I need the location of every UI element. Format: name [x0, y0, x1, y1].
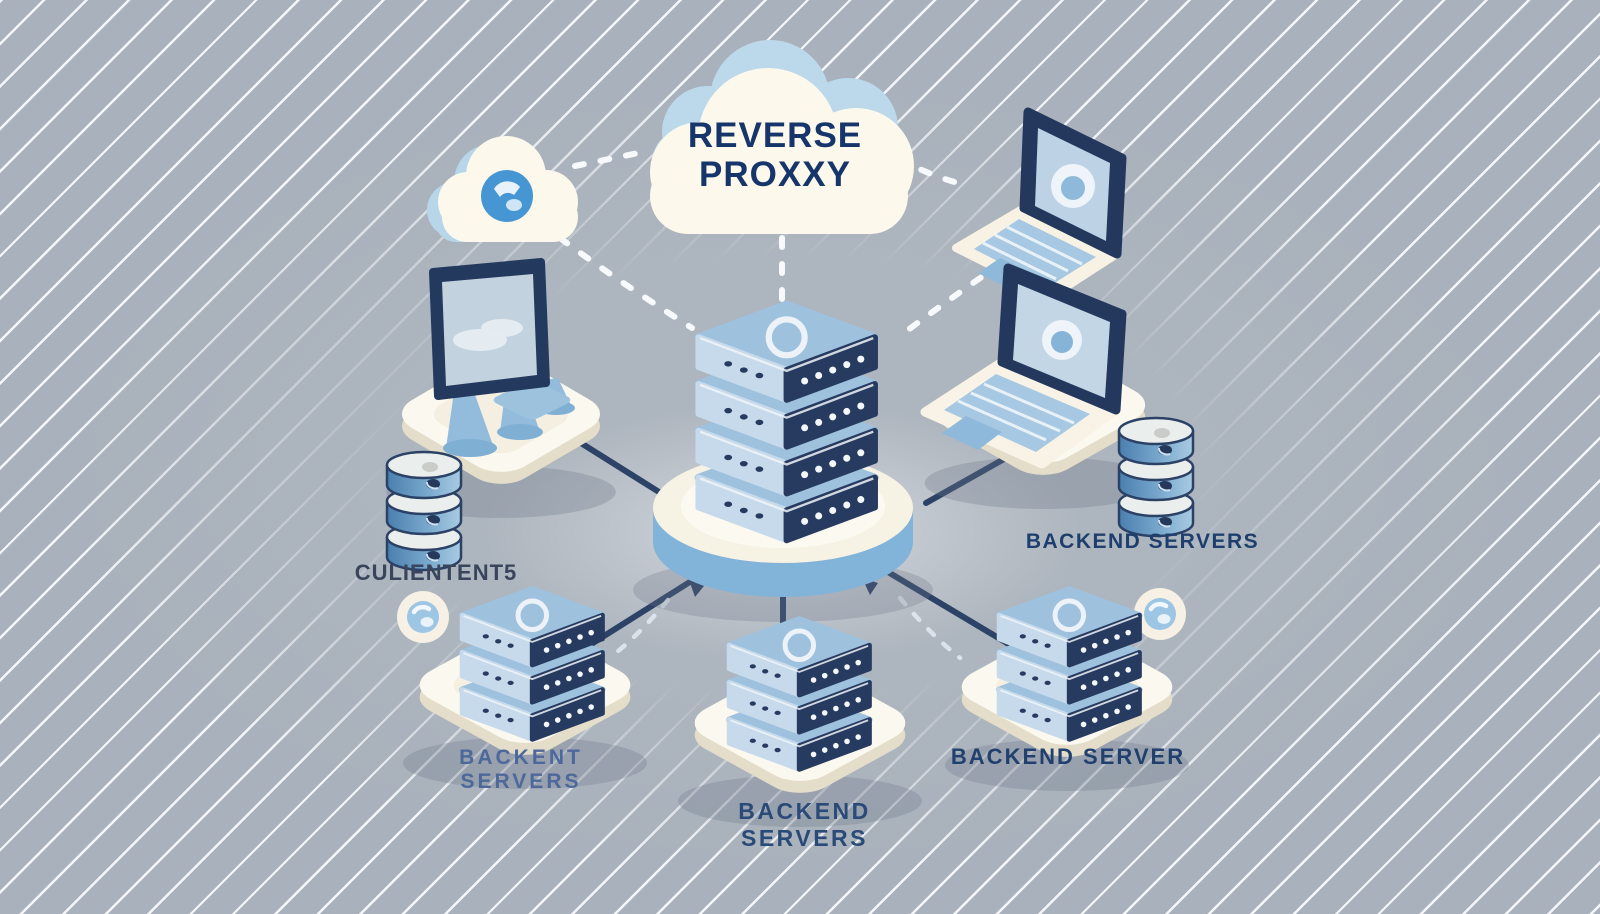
power-ring-icon [782, 628, 817, 663]
proxy-server-stack [699, 305, 875, 541]
dashed-arcs [609, 595, 963, 661]
dashed-link-laptop-stack [905, 260, 1005, 333]
power-ring-icon [765, 316, 808, 359]
dashed-link-internet-proxycloud [572, 148, 651, 169]
swirl-badge-left [397, 591, 449, 643]
client-laptop-on-platform [920, 263, 1127, 469]
backend-server-stack-center [729, 619, 869, 769]
dashed-arc-right [897, 595, 963, 661]
reverse-proxy-cloud [650, 40, 914, 234]
backend-servers-bottom-center-label: BACKEND SERVERS [738, 798, 871, 851]
trackpad [942, 416, 1002, 450]
dashed-link-internet-stack [557, 235, 695, 331]
clients-label: CULIENTENT5 [354, 560, 518, 585]
dashed-arc-left [609, 597, 671, 659]
database-right [1117, 416, 1195, 538]
internet-cloud [427, 136, 578, 242]
backend-servers-bottom-left-label: BACKENT SERVERS [459, 746, 583, 793]
client-monitor [429, 258, 575, 457]
backend-server-bottom-right-label: BACKEND SERVER [950, 744, 1186, 769]
reverse-proxy-label: REVERSE PROXXY [687, 116, 863, 195]
screen-cloud-icon [481, 319, 523, 337]
power-ring-icon [1052, 598, 1087, 633]
backend-server-stack-left [462, 589, 602, 739]
database-left [385, 450, 463, 572]
power-ring-icon [515, 598, 550, 633]
client-laptop-floating [952, 107, 1127, 300]
backend-server-stack-right [999, 589, 1139, 739]
backend-servers-right-label: BACKEND SERVERS [1025, 530, 1260, 553]
pointer-arrow-icon [689, 580, 704, 597]
globe-icon [481, 170, 533, 222]
